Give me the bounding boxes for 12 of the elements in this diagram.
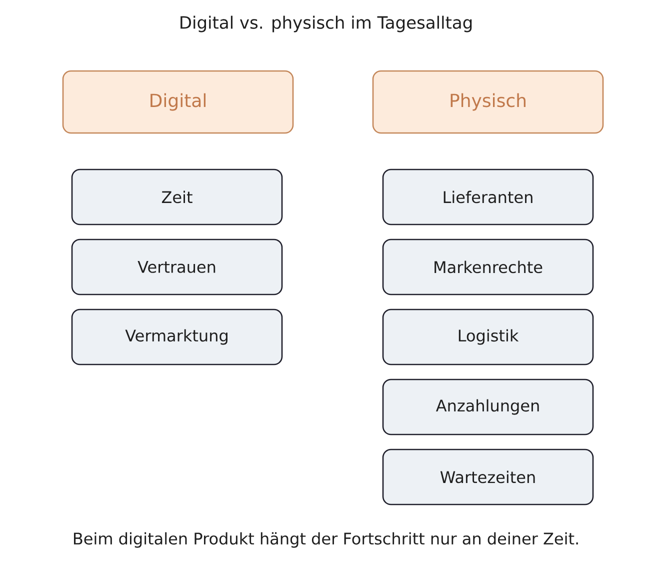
item-box: Anzahlungen bbox=[382, 378, 594, 436]
item-box: Markenrechte bbox=[382, 238, 594, 296]
header-box: Physisch bbox=[372, 70, 604, 134]
item-box: Lieferanten bbox=[382, 168, 594, 226]
title: Digital vs. physisch im Tagesalltag bbox=[180, 16, 472, 32]
item-box: Vermarktung bbox=[71, 308, 283, 366]
caption: Beim digitalen Produkt hängt der Fortschritt nur an deiner Zeit. bbox=[74, 532, 578, 548]
header-box: Digital bbox=[62, 70, 294, 134]
item-box: Logistik bbox=[382, 308, 594, 366]
item-box: Zeit bbox=[71, 168, 283, 226]
item-box: Wartezeiten bbox=[382, 448, 594, 506]
item-box: Vertrauen bbox=[71, 238, 283, 296]
